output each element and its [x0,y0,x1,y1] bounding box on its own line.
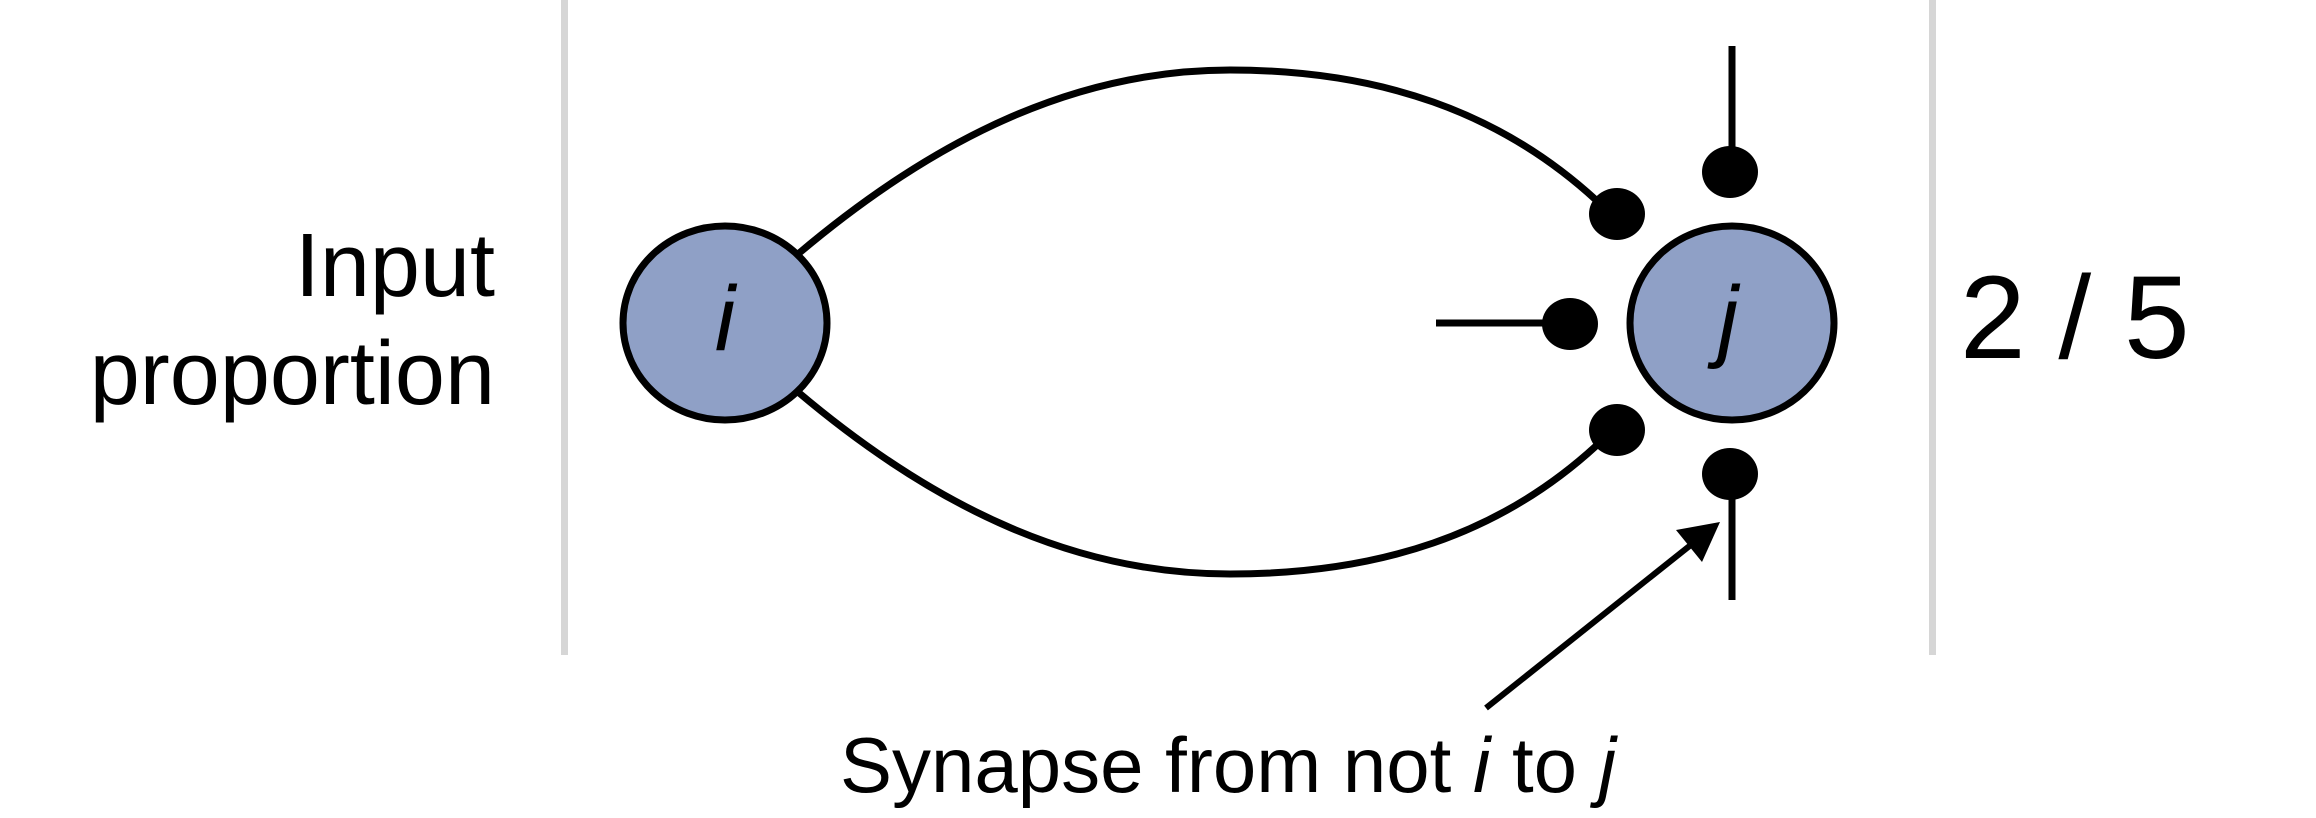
arrowhead-icon [1676,522,1720,562]
neuron-i-label: i [715,268,738,370]
input-ratio: 2 / 5 [1960,252,2190,384]
caption-middle: to [1490,721,1598,809]
neuron-i-node [619,222,831,424]
synapse-terminal-upper [1589,188,1645,240]
synapse-terminal-top [1702,146,1758,198]
left-divider [561,0,568,655]
neuron-j-node [1626,222,1838,424]
annotation-caption: Synapse from not i to j [840,721,1619,809]
synapse-terminal-bottom [1702,448,1758,500]
row-label: Input proportion [20,212,495,428]
annotation-arrow-line [1484,541,1694,711]
lower-synapse-path [795,389,1599,578]
row-label-line-1: Input [294,216,495,316]
row-label-line-2: proportion [89,324,495,424]
upper-synapse-path [795,66,1599,257]
caption-from-node: i [1473,721,1493,809]
right-divider [1929,0,1936,655]
synapse-terminal-lower [1589,404,1645,456]
caption-prefix: Synapse from not [840,721,1473,809]
synapse-terminal-left [1542,298,1598,350]
